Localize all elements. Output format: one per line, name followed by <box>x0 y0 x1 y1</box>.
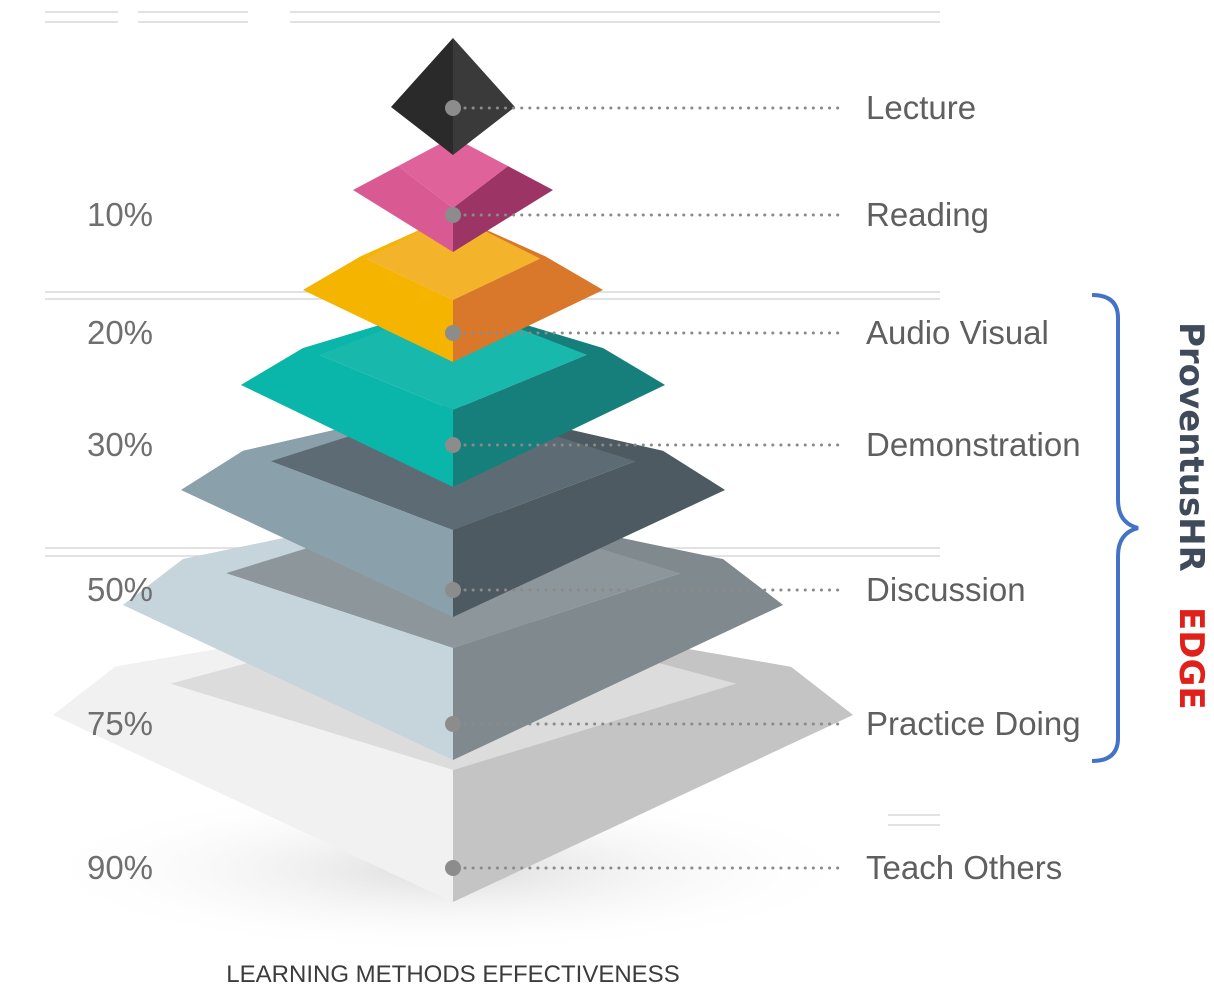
layer-face-left <box>303 256 453 362</box>
layer-face-left <box>123 559 453 760</box>
method-label: Reading <box>866 196 989 233</box>
connector-dot <box>445 437 461 453</box>
layer-face-left <box>391 38 453 155</box>
pyramid-layers <box>53 38 853 902</box>
percent-label: 10% <box>87 196 153 233</box>
connector-dot <box>445 100 461 116</box>
percent-label: 30% <box>87 426 153 463</box>
method-label: Audio Visual <box>866 314 1049 351</box>
percent-labels: 10% 20% 30% 50% 75% 90% <box>87 196 153 886</box>
layer-face-left <box>181 450 453 617</box>
method-label: Practice Doing <box>866 705 1081 742</box>
connector-dot <box>445 325 461 341</box>
percent-label: 75% <box>87 705 153 742</box>
layer-face-right <box>453 450 725 617</box>
pyramid-layer <box>303 215 603 362</box>
layer-face-left <box>241 348 453 487</box>
method-label: Teach Others <box>866 849 1062 886</box>
method-label: Lecture <box>866 89 976 126</box>
layer-face-right <box>453 666 853 902</box>
pyramid-layer <box>353 137 553 252</box>
percent-label: 90% <box>87 849 153 886</box>
method-label: Demonstration <box>866 426 1081 463</box>
method-label: Discussion <box>866 571 1026 608</box>
connectors <box>445 100 840 876</box>
layer-face-right <box>453 348 665 487</box>
brand-name: ProventusHR <box>1171 322 1211 572</box>
connector-dot <box>445 582 461 598</box>
connector-dot <box>445 860 461 876</box>
diagram-title: LEARNING METHODS EFFECTIVENESS <box>226 961 679 988</box>
bracket <box>1091 293 1139 763</box>
percent-label: 20% <box>87 314 153 351</box>
brand: ProventusHR EDGE <box>1171 322 1211 710</box>
layer-face-left <box>353 166 453 252</box>
pyramid-layer <box>391 38 515 155</box>
layer-face-left <box>53 666 453 902</box>
layer-face-right <box>453 166 553 252</box>
connector-dot <box>445 716 461 732</box>
layer-face-right <box>453 559 783 760</box>
percent-label: 50% <box>87 571 153 608</box>
layer-face-right <box>453 256 603 362</box>
layer-face-top <box>398 137 508 208</box>
brand-tag: EDGE <box>1171 607 1211 710</box>
layer-face-right <box>453 38 515 155</box>
connector-dot <box>445 207 461 223</box>
